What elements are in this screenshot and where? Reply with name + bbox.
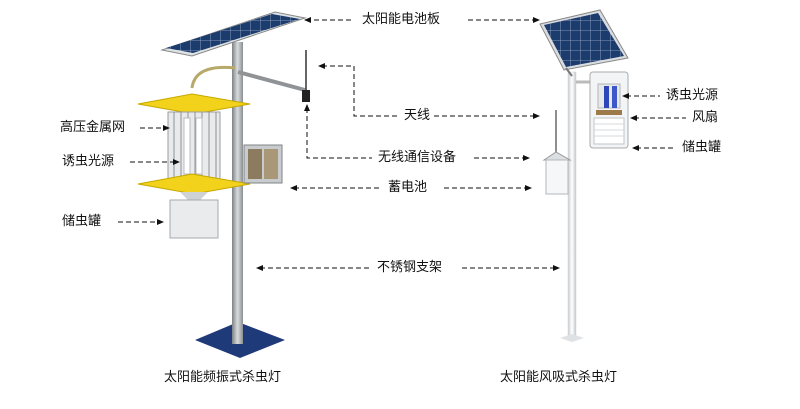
left-hook xyxy=(190,65,236,89)
left-bottom-tray xyxy=(137,173,251,195)
right-battery-box xyxy=(545,159,569,195)
label-bug-tank-right: 储虫罐 xyxy=(680,140,724,156)
left-arm xyxy=(237,70,306,92)
label-battery: 蓄电池 xyxy=(386,180,430,196)
label-bug-tank-left: 储虫罐 xyxy=(60,214,104,230)
label-stainless-frame: 不锈钢支架 xyxy=(375,260,445,276)
left-solar-panel xyxy=(160,11,307,57)
label-lure-light-right: 诱虫光源 xyxy=(664,88,721,104)
left-battery-box xyxy=(243,144,283,184)
label-lure-light-left: 诱虫光源 xyxy=(60,154,117,170)
right-base xyxy=(560,334,584,342)
left-top-tray xyxy=(137,93,251,115)
left-pole xyxy=(232,42,243,344)
left-lamp xyxy=(137,11,310,358)
right-pole xyxy=(567,71,577,341)
leader-lines xyxy=(118,17,686,271)
label-wireless-device: 无线通信设备 xyxy=(376,150,459,166)
left-grid-cage xyxy=(167,111,221,181)
right-solar-panel xyxy=(539,9,629,77)
left-wireless-box xyxy=(302,90,310,102)
label-antenna: 天线 xyxy=(402,108,433,124)
left-funnel xyxy=(180,192,208,200)
caption-right-lamp: 太阳能风吸式杀虫灯 xyxy=(500,370,618,385)
right-lamp xyxy=(539,9,629,342)
right-trap-housing xyxy=(589,71,629,149)
caption-left-lamp: 太阳能频振式杀虫灯 xyxy=(164,370,282,385)
label-fan: 风扇 xyxy=(690,110,721,126)
label-hv-grid: 高压金属网 xyxy=(58,120,128,136)
label-solar-panel: 太阳能电池板 xyxy=(360,12,443,28)
left-bug-tank xyxy=(169,199,219,239)
